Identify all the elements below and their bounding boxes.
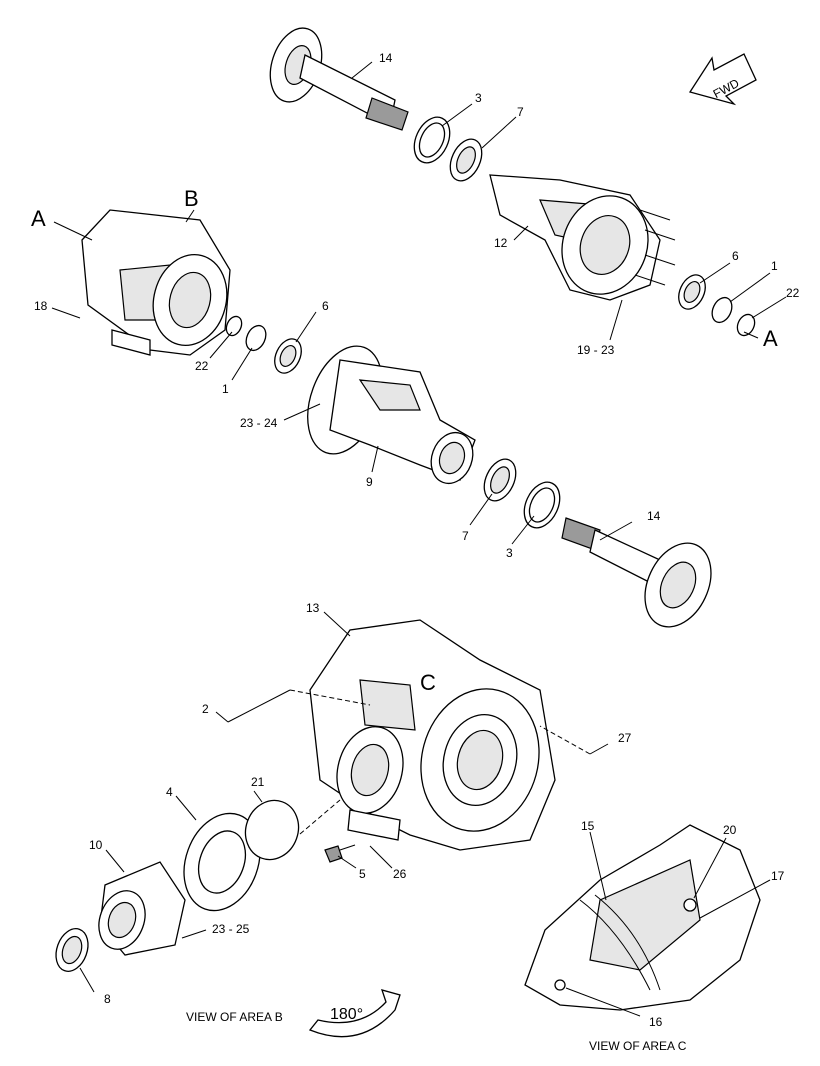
leader-lines (51, 61, 787, 1017)
output-flange (98, 861, 186, 956)
callout-14-bottom: 14 (647, 509, 661, 523)
bearing-right (678, 274, 706, 310)
callout-26: 26 (393, 867, 407, 881)
axle-housing-center (307, 345, 476, 485)
callout-23-25: 23 - 25 (212, 922, 250, 936)
callout-7-bottom: 7 (462, 529, 469, 543)
callout-8: 8 (104, 992, 111, 1006)
seal-ring-top (413, 116, 451, 164)
callout-4: 4 (166, 785, 173, 799)
rotation-arrow-icon (308, 989, 401, 1038)
washer-left (245, 324, 267, 352)
callout-7-top: 7 (517, 105, 524, 119)
caption-view-of-area-c: VIEW OF AREA C (589, 1039, 687, 1053)
view-letter-a-right: A (763, 326, 778, 351)
caption-view-of-area-b: VIEW OF AREA B (186, 1010, 283, 1024)
transfer-case-housing (309, 619, 556, 851)
callout-20: 20 (723, 823, 737, 837)
callout-21: 21 (251, 775, 265, 789)
area-c-detail-view (524, 824, 761, 1011)
callout-16: 16 (649, 1015, 663, 1029)
callout-22-left: 22 (195, 359, 209, 373)
callout-10: 10 (89, 838, 103, 852)
callout-18: 18 (34, 299, 48, 313)
washer-right (711, 296, 733, 324)
o-ring-21 (244, 799, 300, 861)
differential-housing-left (81, 209, 231, 356)
seal-ring-bottom (523, 481, 561, 529)
callout-6-right: 6 (732, 249, 739, 263)
callout-27: 27 (618, 731, 632, 745)
callout-3-bottom: 3 (506, 546, 513, 560)
callout-12: 12 (494, 236, 508, 250)
bearing-bottom (483, 458, 517, 502)
callout-19-23: 19 - 23 (577, 343, 615, 357)
axle-housing-upper (489, 174, 676, 301)
callout-17: 17 (771, 869, 785, 883)
callout-23-24: 23 - 24 (240, 416, 278, 430)
bearing-left (274, 338, 302, 374)
bolt-5 (324, 844, 356, 863)
o-ring-right (736, 313, 756, 337)
seal-8 (55, 928, 89, 972)
view-letter-a-left: A (31, 206, 46, 231)
flange-gasket (183, 812, 261, 912)
callout-6-left: 6 (322, 299, 329, 313)
callout-2: 2 (202, 702, 209, 716)
view-letter-b: B (184, 186, 199, 211)
callout-14-top: 14 (379, 51, 393, 65)
bearing-top (449, 138, 483, 182)
view-letters: A B A C (31, 186, 778, 695)
callout-15: 15 (581, 819, 595, 833)
axle-shaft-top (269, 27, 409, 131)
callout-labels: 14 3 7 12 6 1 22 19 - 23 18 22 1 6 23 - … (34, 51, 800, 1029)
callout-13: 13 (306, 601, 320, 615)
view-letter-c: C (420, 670, 436, 695)
axle-shaft-bottom (561, 517, 712, 628)
callout-9: 9 (366, 475, 373, 489)
callout-1-right: 1 (771, 259, 778, 273)
callout-22-right: 22 (786, 286, 800, 300)
callout-5: 5 (359, 867, 366, 881)
forward-arrow-icon: FWD (688, 53, 757, 106)
rotation-label: 180° (330, 1006, 363, 1023)
callout-1-left: 1 (222, 382, 229, 396)
callout-3-top: 3 (475, 91, 482, 105)
